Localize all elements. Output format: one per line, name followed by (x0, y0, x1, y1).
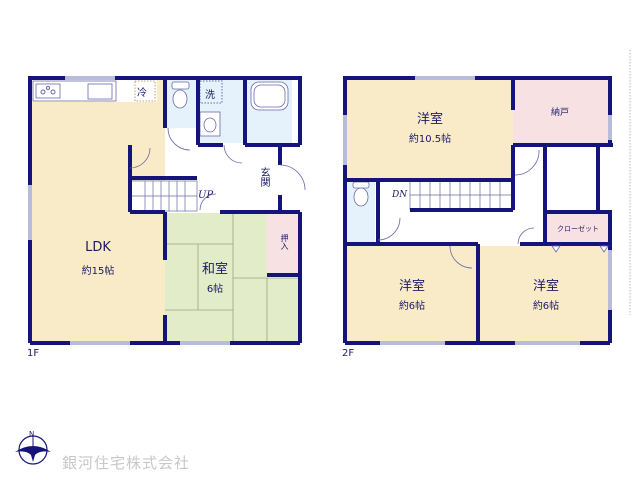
floor-label-2f: 2F (342, 348, 355, 359)
doors-2f (377, 149, 540, 269)
western-6a-floor (345, 246, 478, 343)
stairs-2f (409, 179, 514, 211)
fridge-space (134, 80, 156, 102)
oshiire-label: 押入 (280, 234, 289, 250)
stairs-1f (130, 180, 198, 212)
basin-icon (203, 117, 217, 133)
windows-2f (343, 76, 612, 345)
western-6b-size: 約6帖 (532, 301, 560, 312)
ldk-name: LDK (85, 240, 111, 255)
stairs-dn-label: DN (392, 190, 408, 200)
floor-label-1f: 1F (27, 348, 40, 359)
nando-floor (513, 80, 610, 144)
stairs-up-label: UP (198, 190, 214, 201)
toilet-icon (172, 89, 188, 109)
washitsu-name: 和室 (201, 262, 228, 277)
closet-label: クローゼット (557, 225, 599, 233)
western-6b-floor (480, 246, 610, 343)
western-6a-name: 洋室 (398, 279, 425, 294)
walls-1f (28, 76, 302, 345)
windows-1f (28, 76, 230, 345)
western-6b-name: 洋室 (532, 279, 559, 294)
washer-label: 洗 (205, 90, 215, 101)
western-10-floor (345, 80, 513, 179)
company-name: 銀河住宅株式会社 (62, 454, 191, 472)
doors-1f (129, 127, 306, 211)
ldk-size: 約15帖 (81, 266, 115, 277)
stove-icon (35, 83, 61, 99)
washer-space (199, 80, 223, 104)
fridge-label: 冷 (137, 88, 147, 99)
walls-2f (343, 76, 613, 345)
western-6a-size: 約6帖 (398, 301, 426, 312)
compass-n: N (29, 430, 35, 438)
sink-icon (87, 83, 113, 100)
washitsu-size: 6帖 (206, 284, 224, 295)
oshiire-floor (267, 213, 299, 275)
western-10-name: 洋室 (416, 112, 443, 127)
genkan-label: 玄関 (258, 167, 269, 187)
compass-logo (15, 435, 51, 465)
nando-label: 納戸 (550, 108, 569, 118)
closet-floor (546, 213, 608, 243)
bathtub-icon (250, 81, 289, 111)
western-10-size: 約10.5帖 (408, 134, 452, 145)
